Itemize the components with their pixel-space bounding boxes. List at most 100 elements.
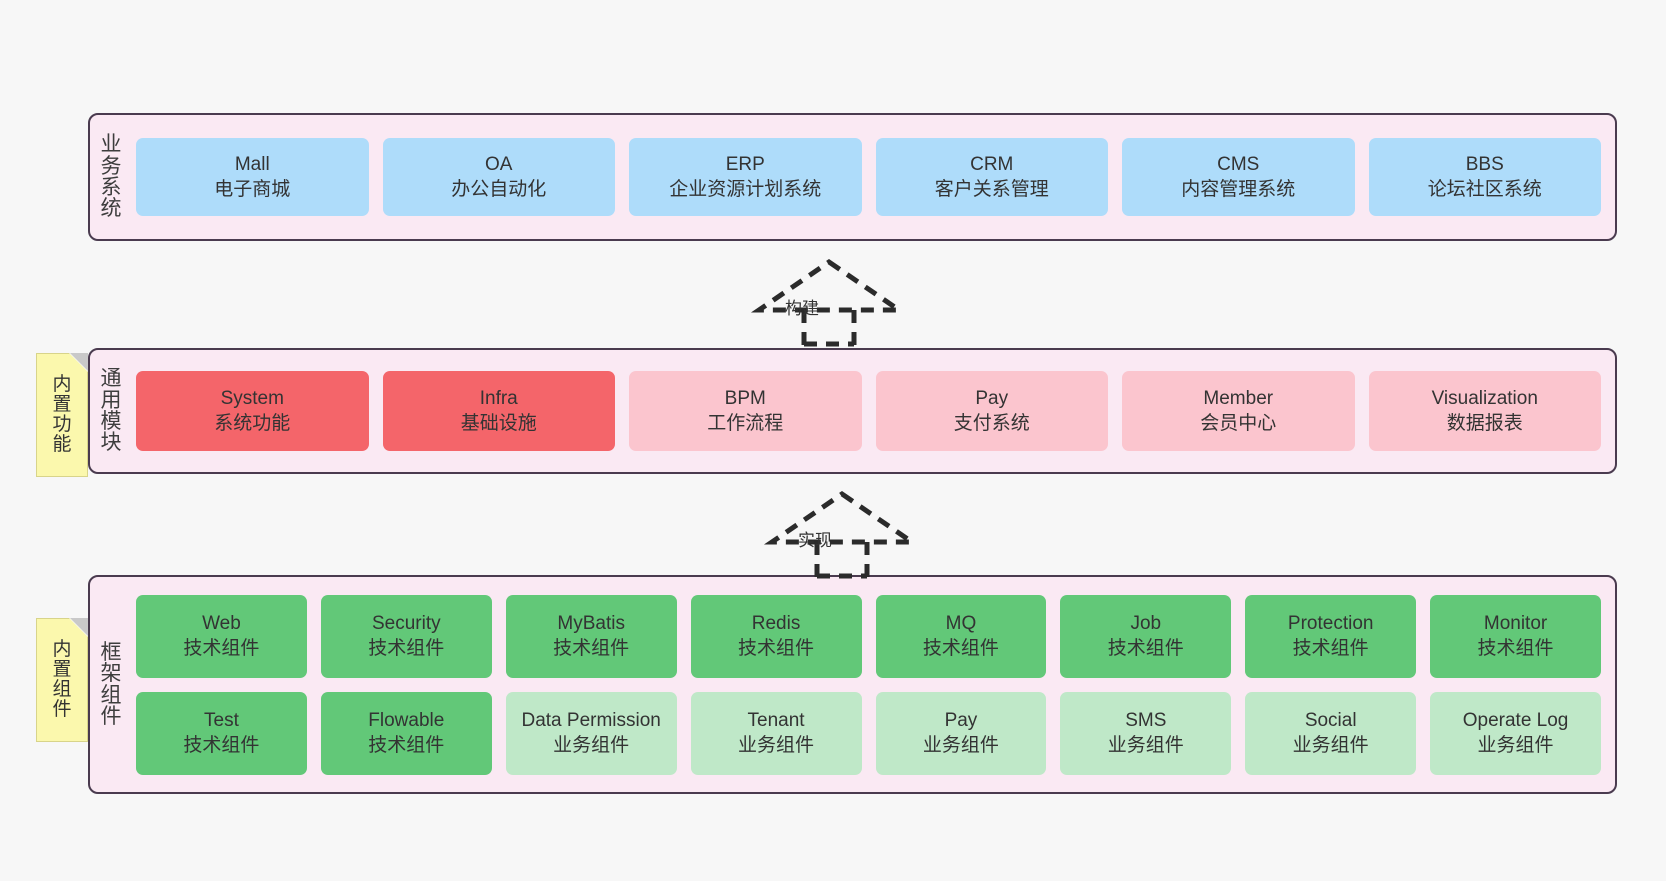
layer-common-modules-title: 通 用 模 块	[90, 350, 132, 472]
module-box-monitor[interactable]: Monitor 技术组件	[1430, 594, 1601, 678]
module-desc: 技术组件	[183, 638, 260, 659]
module-name: Pay	[975, 387, 1009, 409]
module-box-mall[interactable]: Mall 电子商城	[136, 138, 369, 216]
module-desc: 业务组件	[1292, 735, 1369, 756]
module-desc: 技术组件	[368, 735, 445, 756]
layer-business-systems-title: 业 务 系 统	[90, 115, 132, 239]
module-name: System	[220, 387, 284, 409]
module-box-flowable[interactable]: Flowable 技术组件	[320, 691, 492, 775]
module-box-social[interactable]: Social 业务组件	[1245, 691, 1417, 775]
layer-title-char: 组	[100, 683, 122, 707]
layer-title-char: 通	[100, 367, 122, 391]
module-box-operate-log[interactable]: Operate Log 业务组件	[1430, 691, 1601, 775]
module-box-cms[interactable]: CMS 内容管理系统	[1122, 138, 1355, 216]
common-box-grid: System 系统功能 Infra 基础设施 BPM 工作流程 Pay 支付系统…	[132, 350, 1615, 472]
layer-title-char: 模	[100, 410, 122, 433]
module-box-member[interactable]: Member 会员中心	[1122, 371, 1355, 451]
module-box-security[interactable]: Security 技术组件	[320, 594, 492, 678]
note-builtin-features: 内 置 功 能	[36, 353, 88, 477]
module-desc: 技术组件	[922, 638, 999, 659]
module-desc: 会员中心	[1200, 413, 1277, 434]
module-box-mybatis[interactable]: MyBatis 技术组件	[505, 594, 677, 678]
module-box-sms[interactable]: SMS 业务组件	[1060, 691, 1232, 775]
module-box-pay[interactable]: Pay 支付系统	[875, 371, 1108, 451]
module-desc: 技术组件	[738, 638, 815, 659]
layer-title-char: 用	[100, 388, 122, 412]
note-char: 置	[52, 393, 72, 415]
note-fold-corner-icon	[70, 353, 88, 371]
module-box-mq[interactable]: MQ 技术组件	[875, 594, 1047, 678]
dashed-generalization-arrow-icon	[763, 490, 921, 579]
layer-title-char: 统	[100, 197, 122, 221]
module-desc: 支付系统	[953, 413, 1030, 434]
module-box-redis[interactable]: Redis 技术组件	[690, 594, 862, 678]
module-desc: 企业资源计划系统	[669, 179, 822, 200]
module-name: Protection	[1287, 612, 1374, 634]
module-box-erp[interactable]: ERP 企业资源计划系统	[629, 138, 862, 216]
module-name: BPM	[724, 387, 766, 409]
layer-title-char: 架	[100, 662, 122, 686]
module-desc: 内容管理系统	[1181, 179, 1296, 200]
layer-title-char: 框	[100, 640, 122, 664]
note-char: 件	[52, 699, 72, 721]
module-box-infra[interactable]: Infra 基础设施	[382, 371, 615, 451]
module-desc: 系统功能	[214, 413, 291, 434]
module-desc: 数据报表	[1446, 413, 1523, 434]
module-box-job[interactable]: Job 技术组件	[1060, 594, 1232, 678]
module-box-data-permission[interactable]: Data Permission 业务组件	[505, 691, 677, 775]
module-desc: 业务组件	[1477, 735, 1554, 756]
box-row: Test 技术组件 Flowable 技术组件 Data Permission …	[136, 691, 1601, 775]
module-name: Tenant	[747, 709, 805, 731]
module-name: Member	[1203, 387, 1274, 409]
module-desc: 技术组件	[183, 735, 260, 756]
module-desc: 工作流程	[707, 413, 784, 434]
module-box-pay-business[interactable]: Pay 业务组件	[875, 691, 1047, 775]
module-box-visualization[interactable]: Visualization 数据报表	[1368, 371, 1601, 451]
module-box-system[interactable]: System 系统功能	[136, 371, 369, 451]
arrow-build-label: 构建	[785, 299, 819, 318]
module-desc: 技术组件	[368, 638, 445, 659]
note-char: 组	[52, 679, 72, 700]
layer-framework-components: 框 架 组 件 Web 技术组件 Security 技术组件 MyBatis 技…	[88, 575, 1617, 794]
module-box-test[interactable]: Test 技术组件	[136, 691, 307, 775]
module-name: Flowable	[368, 709, 445, 731]
module-box-bpm[interactable]: BPM 工作流程	[629, 371, 862, 451]
module-desc: 办公自动化	[451, 179, 547, 200]
module-box-crm[interactable]: CRM 客户关系管理	[875, 138, 1108, 216]
module-box-bbs[interactable]: BBS 论坛社区系统	[1368, 138, 1601, 216]
module-desc: 技术组件	[1477, 638, 1554, 659]
box-row: System 系统功能 Infra 基础设施 BPM 工作流程 Pay 支付系统…	[136, 371, 1601, 451]
module-name: MyBatis	[557, 612, 625, 634]
module-name: ERP	[725, 153, 765, 175]
module-name: Job	[1130, 612, 1162, 634]
box-row: Web 技术组件 Security 技术组件 MyBatis 技术组件 Redi…	[136, 594, 1601, 678]
module-name: Pay	[944, 709, 978, 731]
module-desc: 论坛社区系统	[1427, 179, 1542, 200]
arrow-implement: 实现	[763, 490, 921, 579]
module-desc: 电子商城	[214, 179, 291, 200]
note-fold-corner-icon	[70, 618, 88, 636]
framework-box-grid: Web 技术组件 Security 技术组件 MyBatis 技术组件 Redi…	[132, 577, 1615, 792]
module-name: Security	[371, 612, 441, 634]
module-name: Web	[202, 612, 241, 634]
note-char: 内	[52, 373, 72, 395]
module-name: Test	[204, 709, 239, 731]
module-box-web[interactable]: Web 技术组件	[136, 594, 307, 678]
module-name: Data Permission	[521, 709, 661, 731]
layer-framework-components-title: 框 架 组 件	[90, 577, 132, 792]
module-desc: 基础设施	[460, 413, 537, 434]
module-box-tenant[interactable]: Tenant 业务组件	[690, 691, 862, 775]
module-box-protection[interactable]: Protection 技术组件	[1245, 594, 1417, 678]
module-name: SMS	[1125, 709, 1167, 731]
module-desc: 业务组件	[553, 735, 630, 756]
module-box-oa[interactable]: OA 办公自动化	[382, 138, 615, 216]
module-name: Visualization	[1431, 387, 1538, 409]
module-name: Mall	[234, 153, 270, 175]
module-desc: 客户关系管理	[934, 179, 1049, 200]
module-name: Monitor	[1483, 612, 1548, 634]
note-char: 功	[52, 414, 72, 435]
module-desc: 技术组件	[1292, 638, 1369, 659]
note-char: 能	[52, 434, 72, 456]
module-name: CRM	[970, 153, 1014, 175]
